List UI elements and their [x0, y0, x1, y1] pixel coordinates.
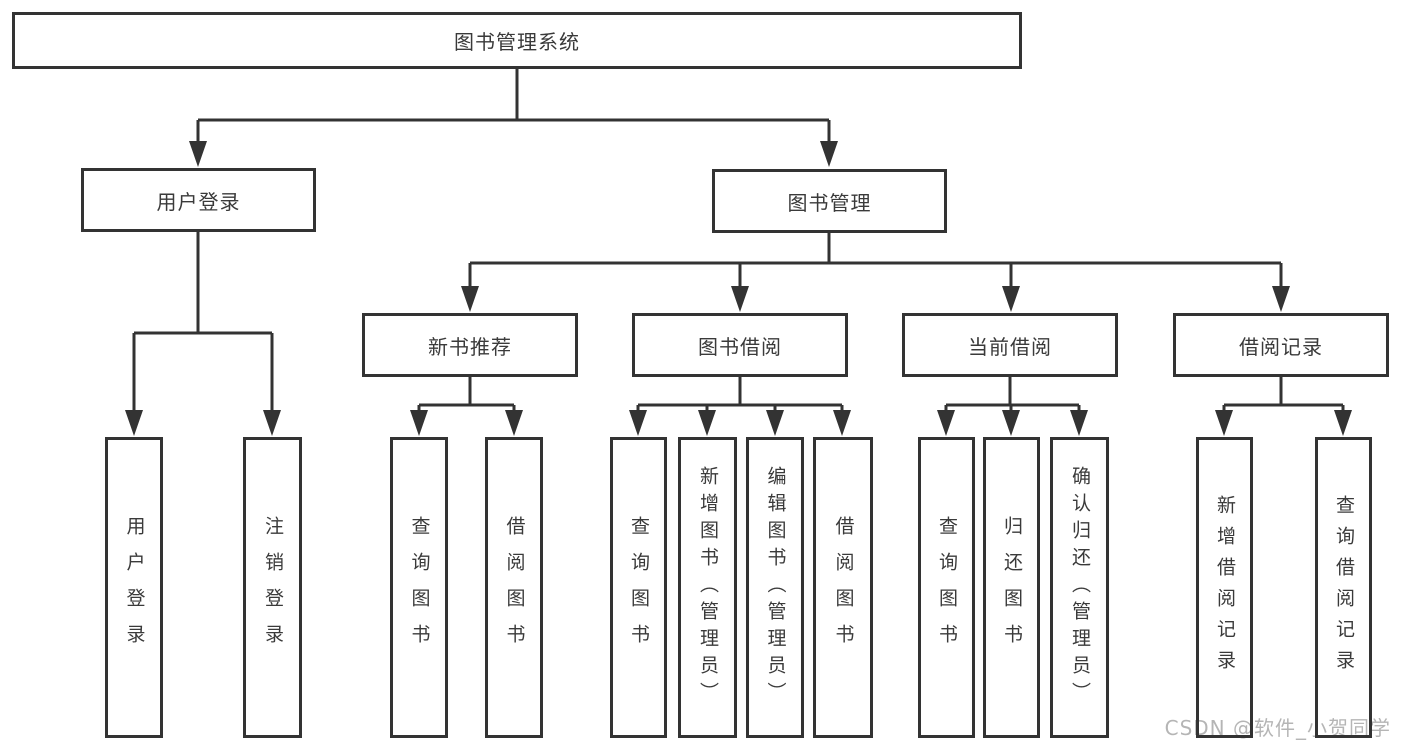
leaf-user-login: 用户登录: [105, 437, 163, 738]
node-book-management: 图书管理: [712, 169, 947, 233]
node-borrow-records: 借阅记录: [1173, 313, 1389, 377]
leaf-query-books-recommend: 查询图书: [390, 437, 448, 738]
watermark: CSDN @软件_小贺同学: [1164, 716, 1391, 740]
leaf-edit-book-admin: 编辑图书（管理员）: [746, 437, 804, 738]
leaf-return-book: 归还图书: [983, 437, 1040, 738]
leaf-query-books-recommend-label: 查询图书: [408, 515, 431, 660]
leaf-add-borrow-record: 新增借阅记录: [1196, 437, 1253, 738]
leaf-confirm-return-admin: 确认归还（管理员）: [1050, 437, 1109, 738]
node-new-book-recommend-label: 新书推荐: [428, 334, 512, 359]
node-borrow-records-label: 借阅记录: [1239, 334, 1323, 359]
leaf-borrow-books-recommend: 借阅图书: [485, 437, 543, 738]
leaf-borrow-books-label: 借阅图书: [832, 515, 855, 660]
leaf-query-books-current-label: 查询图书: [936, 515, 958, 660]
leaf-query-books-borrow-label: 查询图书: [628, 515, 650, 660]
leaf-query-borrow-record-label: 查询借阅记录: [1333, 494, 1355, 681]
node-user-login: 用户登录: [81, 168, 316, 232]
node-root: 图书管理系统: [12, 12, 1022, 69]
leaf-confirm-return-admin-label: 确认归还（管理员）: [1069, 466, 1091, 709]
leaf-borrow-books-recommend-label: 借阅图书: [503, 515, 526, 660]
leaf-query-books-current: 查询图书: [918, 437, 975, 738]
leaf-add-book-admin-label: 新增图书（管理员）: [697, 466, 719, 709]
node-root-label: 图书管理系统: [454, 30, 580, 54]
node-user-login-label: 用户登录: [156, 189, 241, 214]
leaf-logout-label: 注销登录: [262, 515, 284, 660]
node-book-borrow: 图书借阅: [632, 313, 848, 377]
node-book-borrow-label: 图书借阅: [698, 334, 782, 359]
node-current-borrow-label: 当前借阅: [968, 334, 1052, 359]
leaf-return-book-label: 归还图书: [1001, 515, 1023, 660]
leaf-query-books-borrow: 查询图书: [610, 437, 667, 738]
leaf-borrow-books: 借阅图书: [813, 437, 873, 738]
node-new-book-recommend: 新书推荐: [362, 313, 578, 377]
node-current-borrow: 当前借阅: [902, 313, 1118, 377]
leaf-add-borrow-record-label: 新增借阅记录: [1214, 494, 1236, 681]
leaf-add-book-admin: 新增图书（管理员）: [678, 437, 737, 738]
leaf-edit-book-admin-label: 编辑图书（管理员）: [764, 466, 787, 709]
leaf-query-borrow-record: 查询借阅记录: [1315, 437, 1372, 738]
leaf-logout: 注销登录: [243, 437, 302, 738]
leaf-user-login-label: 用户登录: [123, 515, 146, 660]
node-book-management-label: 图书管理: [787, 190, 872, 215]
